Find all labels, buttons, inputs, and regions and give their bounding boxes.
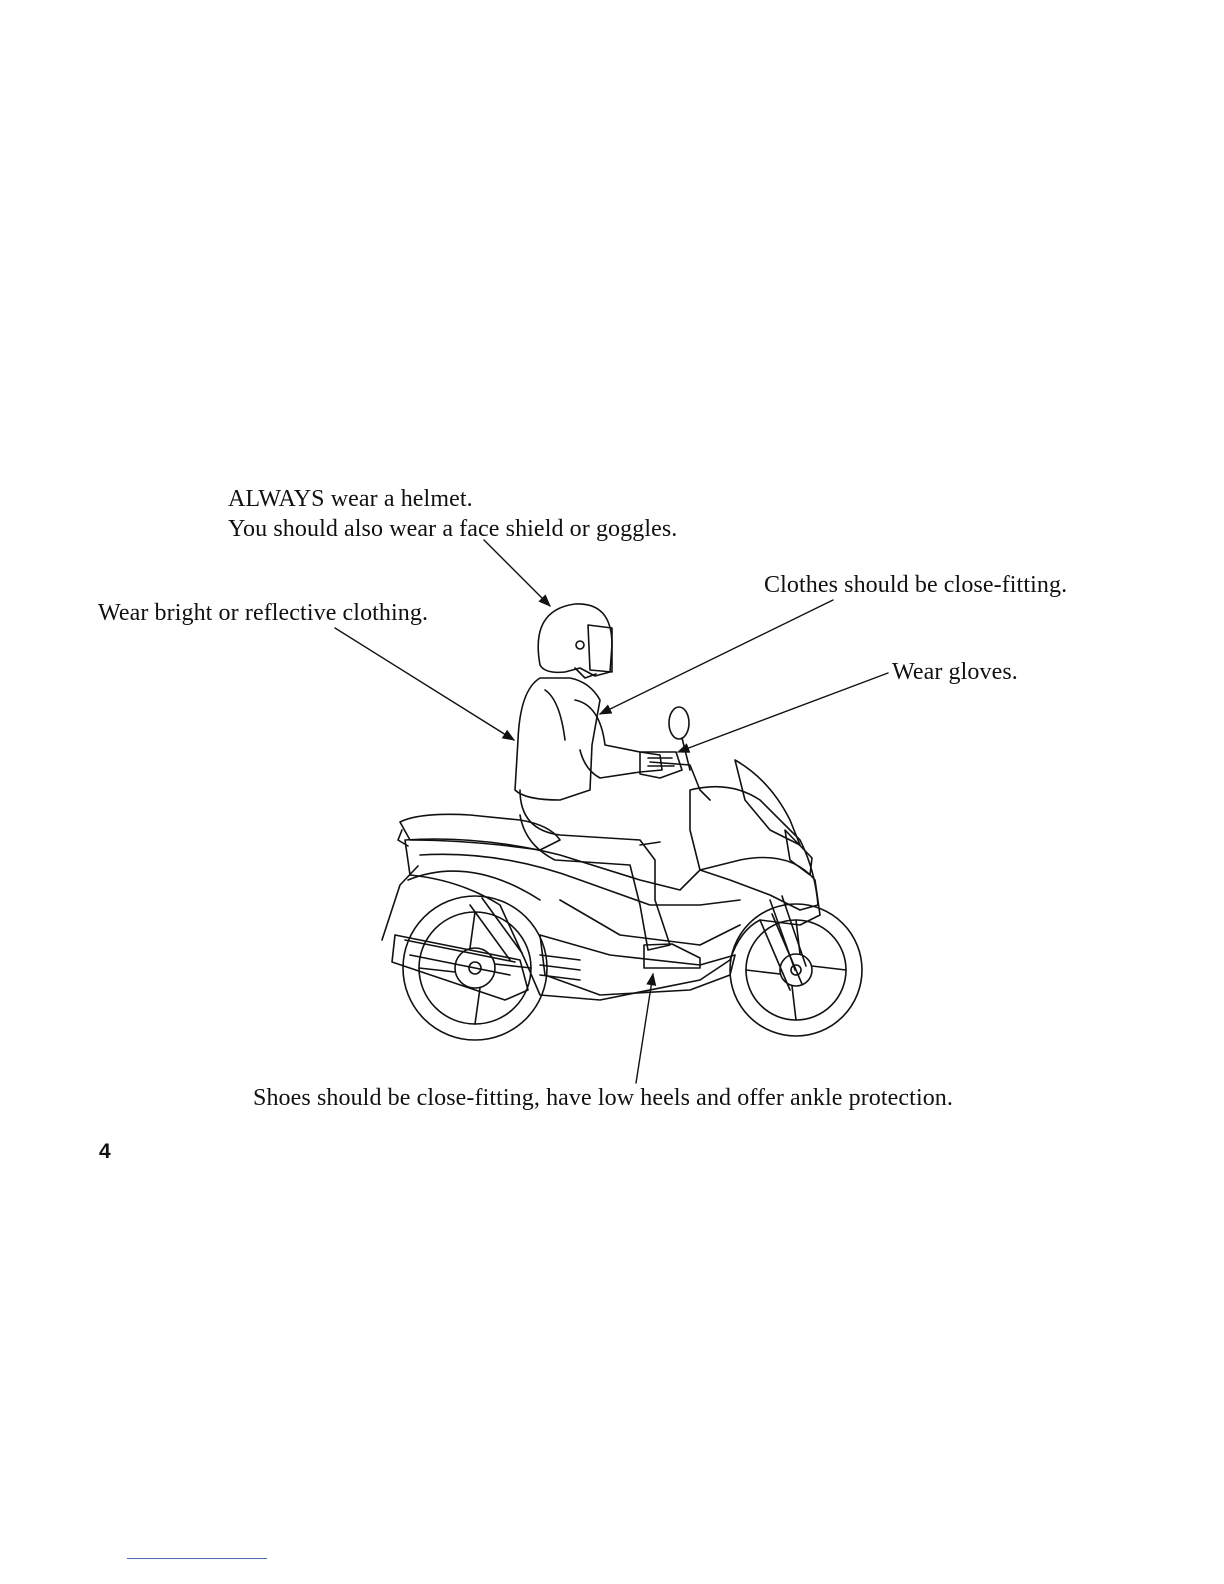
shoes-caption: Shoes should be close-fitting, have low … [253, 1083, 953, 1113]
windscreen [735, 760, 800, 845]
close-fitting-clothes-caption: Clothes should be close-fitting. [764, 570, 1067, 600]
helmet [538, 604, 612, 676]
rear-fender [382, 866, 540, 940]
helmet-leader-arrow [484, 540, 550, 606]
front-cowl [690, 787, 818, 910]
body-accent-line [560, 900, 740, 945]
rider [515, 604, 700, 968]
gloves-caption: Wear gloves. [892, 657, 1018, 687]
bright-clothing-caption: Wear bright or reflective clothing. [98, 598, 428, 628]
seat [400, 814, 560, 850]
gloves-leader-arrow [678, 673, 888, 752]
thigh [520, 790, 670, 950]
helmet-caption-line2: You should also wear a face shield or go… [228, 514, 677, 544]
exhaust-muffler [392, 935, 528, 1000]
helmet-caption-line1: ALWAYS wear a helmet. [228, 484, 677, 514]
headlight [785, 830, 812, 875]
footer-rule [127, 1558, 267, 1559]
handlebar [650, 762, 710, 800]
close-fitting-leader-arrow [600, 600, 833, 714]
jacket-panel-line [545, 690, 565, 740]
floorboard [540, 935, 735, 995]
helmet-caption: ALWAYS wear a helmet. You should also we… [228, 484, 677, 544]
face-shield [588, 625, 612, 672]
bright-clothing-leader-arrow [335, 628, 514, 740]
mirror [669, 707, 689, 739]
page-number: 4 [99, 1140, 111, 1164]
jacket-torso [515, 678, 600, 800]
